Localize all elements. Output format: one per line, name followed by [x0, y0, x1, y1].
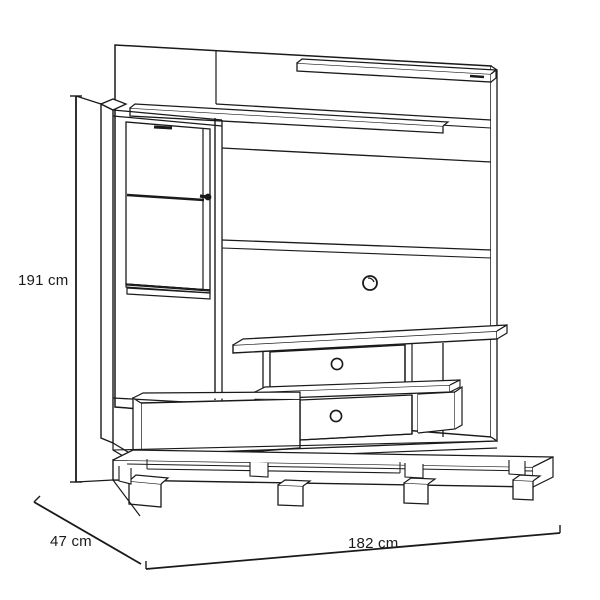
support-feet	[118, 460, 542, 508]
console-middle-shelf	[254, 379, 461, 400]
dimension-label-width: 182 cm	[348, 535, 399, 552]
dimension-label-depth: 47 cm	[50, 533, 92, 550]
tv-console-top-shelf	[232, 323, 508, 354]
dimension-label-height: 191 cm	[18, 272, 69, 289]
door-handle	[199, 193, 212, 201]
console-lower-row	[299, 385, 463, 441]
upper-floating-shelf	[129, 103, 450, 134]
base-upper-rail	[112, 440, 498, 474]
floor-depth-outline	[112, 479, 141, 517]
led-light-bar	[296, 58, 498, 83]
door-top-catch	[153, 125, 173, 130]
glass-cabinet-carcass	[99, 98, 223, 445]
base-plinth	[112, 449, 554, 488]
cabinet-inner-shelf	[126, 287, 211, 300]
left-large-drawer-front	[132, 391, 301, 461]
glass-door	[125, 121, 211, 294]
cable-grommet-icon	[362, 275, 378, 291]
back-panel-right-edge	[490, 65, 498, 443]
dimension-line-width	[145, 532, 561, 570]
dimension-line-depth	[33, 501, 142, 565]
dimension-lines	[33, 95, 561, 570]
